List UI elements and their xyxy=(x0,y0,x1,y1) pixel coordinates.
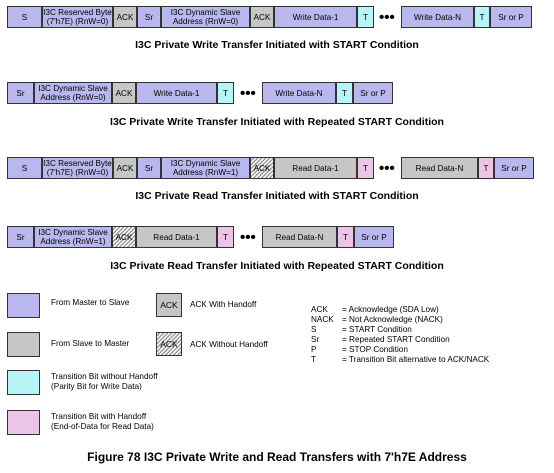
diagram-title: I3C Private Read Transfer Initiated with… xyxy=(110,260,444,272)
ellipsis: ••• xyxy=(240,85,256,102)
dynamic-address-cell: I3C Dynamic Slave Address (RnW=0) xyxy=(161,6,250,28)
abbr-stop: P= STOP Condition xyxy=(311,345,408,354)
diagram-title: I3C Private Write Transfer Initiated wit… xyxy=(110,116,444,128)
read-data-1-cell: Read Data-1 xyxy=(274,157,357,179)
ack-without-handoff-cell: ACK xyxy=(250,157,274,179)
write-data-n-cell: Write Data-N xyxy=(401,6,474,28)
legend-transition-write-label: Transition Bit without Handoff (Parity B… xyxy=(51,372,158,391)
transition-bit-cell: T xyxy=(357,6,374,28)
diagram-title: I3C Private Write Transfer Initiated wit… xyxy=(135,39,419,51)
transition-bit-cell: T xyxy=(474,6,490,28)
abbr-transition: T= Transition Bit alternative to ACK/NAC… xyxy=(311,355,490,364)
transition-bit-cell: T xyxy=(337,226,354,248)
ack-cell: ACK xyxy=(113,6,137,28)
abbr-repeated-start: Sr= Repeated START Condition xyxy=(311,335,450,344)
ack-cell: ACK xyxy=(113,157,137,179)
reserved-byte-cell: I3C Reserved Byte (7'h7E) (RnW=0) xyxy=(42,157,113,179)
legend-master-label: From Master to Slave xyxy=(51,298,130,307)
reserved-byte-cell: I3C Reserved Byte (7'h7E) (RnW=0) xyxy=(42,6,113,28)
dynamic-address-cell: I3C Dynamic Slave Address (RnW=1) xyxy=(161,157,250,179)
sr-or-p-cell: Sr or P xyxy=(353,82,393,104)
start-cell: S xyxy=(7,157,42,179)
ack-cell: ACK xyxy=(112,82,136,104)
legend-ack-no-handoff-box: ACK xyxy=(156,332,182,356)
repeated-start-cell: Sr xyxy=(7,82,34,104)
abbr-start: S= START Condition xyxy=(311,325,412,334)
legend-transition-write-swatch xyxy=(7,370,40,395)
legend-ack-handoff-box: ACK xyxy=(156,293,182,317)
legend-slave-label: From Slave to Master xyxy=(51,339,130,348)
sr-or-p-cell: Sr or P xyxy=(494,157,534,179)
ellipsis: ••• xyxy=(379,160,395,177)
legend-ack-handoff-label: ACK With Handoff xyxy=(190,300,257,309)
repeated-start-cell: Sr xyxy=(7,226,34,248)
ellipsis: ••• xyxy=(240,229,256,246)
transition-bit-cell: T xyxy=(478,157,494,179)
dynamic-address-cell: I3C Dynamic Slave Address (RnW=0) xyxy=(34,82,112,104)
abbr-nack: NACK= Not Acknowledge (NACK) xyxy=(311,315,443,324)
dynamic-address-cell: I3C Dynamic Slave Address (RnW=1) xyxy=(34,226,112,248)
transition-bit-cell: T xyxy=(217,82,234,104)
legend-ack-no-handoff-label: ACK Without Handoff xyxy=(190,340,268,349)
repeated-start-cell: Sr xyxy=(137,6,161,28)
legend-transition-read-label: Transition Bit with Handoff (End-of-Data… xyxy=(51,412,154,431)
sr-or-p-cell: Sr or P xyxy=(490,6,532,28)
ack-cell: ACK xyxy=(250,6,274,28)
legend-slave-swatch xyxy=(7,332,40,357)
start-cell: S xyxy=(7,6,42,28)
transition-bit-cell: T xyxy=(336,82,353,104)
read-data-n-cell: Read Data-N xyxy=(262,226,337,248)
legend-transition-read-swatch xyxy=(7,410,40,435)
sr-or-p-cell: Sr or P xyxy=(354,226,394,248)
read-data-1-cell: Read Data-1 xyxy=(136,226,217,248)
legend-master-swatch xyxy=(7,293,40,318)
figure-caption: Figure 78 I3C Private Write and Read Tra… xyxy=(87,450,467,464)
write-data-n-cell: Write Data-N xyxy=(262,82,336,104)
diagram-title: I3C Private Read Transfer Initiated with… xyxy=(135,190,419,202)
write-data-1-cell: Write Data-1 xyxy=(274,6,357,28)
abbr-ack: ACK= Acknowledge (SDA Low) xyxy=(311,305,439,314)
transition-bit-cell: T xyxy=(357,157,374,179)
ack-without-handoff-cell: ACK xyxy=(112,226,136,248)
ellipsis: ••• xyxy=(379,9,395,26)
repeated-start-cell: Sr xyxy=(137,157,161,179)
transition-bit-cell: T xyxy=(217,226,234,248)
read-data-n-cell: Read Data-N xyxy=(401,157,478,179)
write-data-1-cell: Write Data-1 xyxy=(136,82,217,104)
